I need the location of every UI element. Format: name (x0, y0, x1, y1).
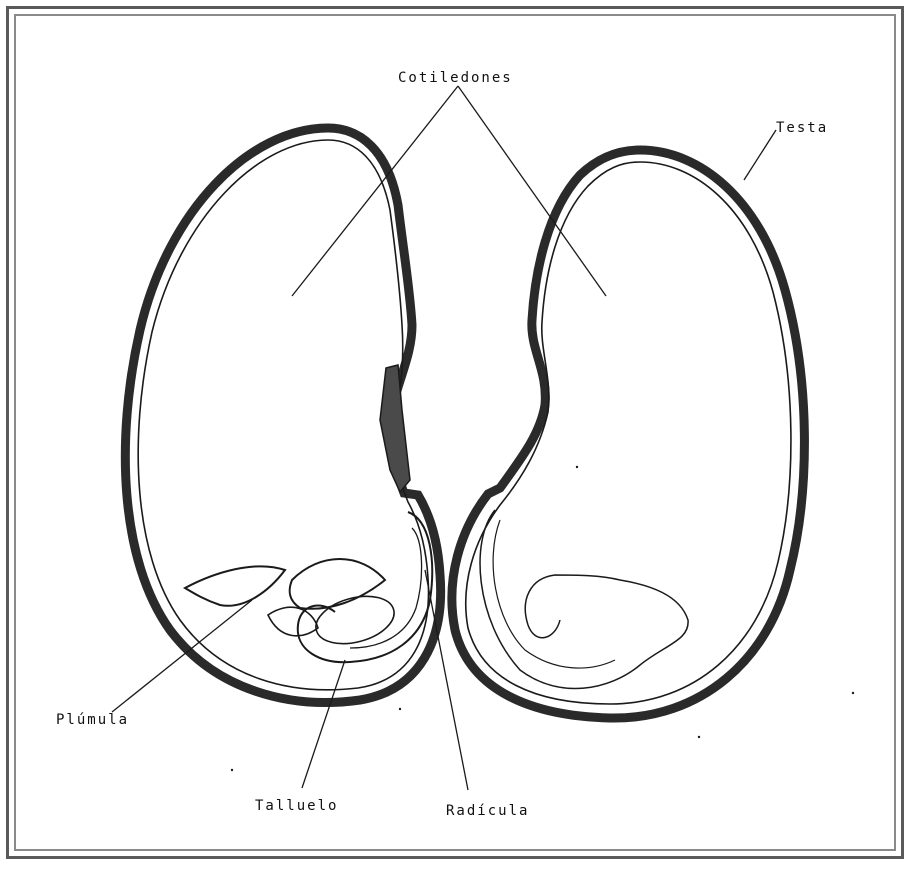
label-talluelo: Talluelo (255, 798, 338, 814)
leader-radicula (425, 570, 468, 790)
speck (399, 708, 401, 710)
leader-talluelo (302, 660, 345, 788)
left-hilum (380, 365, 410, 492)
plumule-leaf-1 (185, 566, 285, 605)
left-cotyledon (125, 128, 440, 702)
speck (698, 736, 700, 738)
left-embryo-axis-inner (350, 528, 422, 648)
right-embryo-imprint (480, 510, 688, 689)
speck (852, 692, 854, 694)
plumule-leaf-3 (268, 607, 318, 636)
right-testa (452, 150, 805, 718)
label-radicula: Radícula (446, 803, 529, 819)
label-plumula: Plúmula (56, 712, 129, 728)
speck (576, 466, 578, 468)
right-embryo-imprint-inner (493, 520, 615, 668)
right-cotyledon (452, 150, 805, 718)
leader-plumula (112, 600, 252, 712)
plumule-leaf-2 (290, 559, 385, 609)
label-testa: Testa (776, 120, 828, 136)
plumule-bud (311, 588, 400, 651)
right-cotyledon-inner (466, 162, 791, 704)
speck (231, 769, 233, 771)
leader-testa (744, 130, 776, 180)
leader-cotiledones-left (292, 86, 458, 296)
specks (231, 466, 854, 771)
label-cotiledones: Cotiledones (398, 70, 513, 86)
